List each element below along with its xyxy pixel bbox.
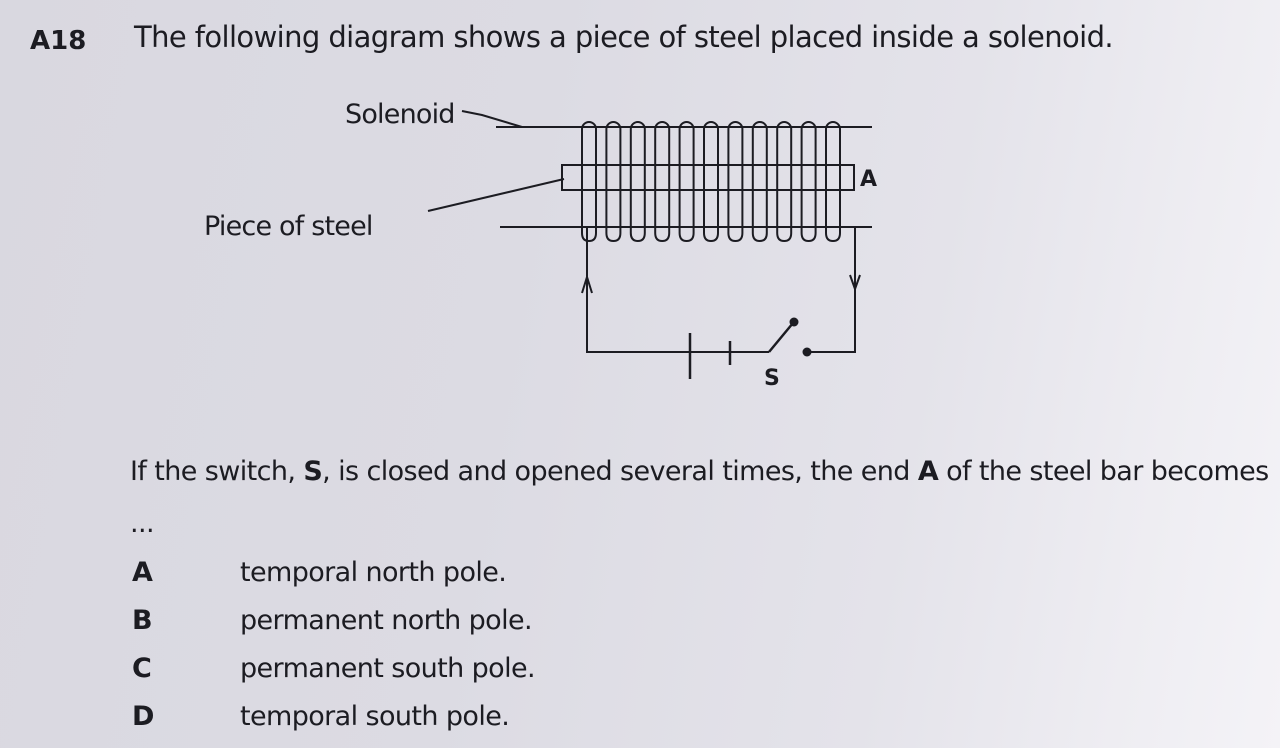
coil-turn [703, 121, 719, 243]
coil-turn [825, 121, 841, 243]
circuit-wire-left [586, 227, 720, 353]
coil-turn [581, 121, 597, 243]
current-arrow-down [849, 274, 861, 292]
solenoid-label: Solenoid [345, 99, 455, 130]
solenoid-leader-line [461, 110, 523, 128]
body-text-2: , is closed and opened several times, th… [322, 456, 918, 487]
question-stem: The following diagram shows a piece of s… [134, 20, 1114, 54]
option-letter: C [132, 652, 152, 684]
steel-leader-line [427, 178, 565, 212]
option-b[interactable]: B permanent north pole. [130, 596, 535, 644]
coil-turn [654, 121, 671, 243]
steel-label: Piece of steel [204, 211, 373, 242]
option-c[interactable]: C permanent south pole. [130, 644, 536, 692]
coil-turn [800, 121, 817, 243]
option-letter: A [132, 556, 153, 588]
switch-lever [768, 322, 794, 353]
option-text: permanent north pole. [240, 604, 533, 636]
solenoid-diagram: Solenoid Piece of steel A S [204, 99, 877, 391]
body-text-3: of the steel bar becomes ... [130, 456, 1269, 539]
option-text: temporal south pole. [240, 700, 510, 732]
option-letter: B [132, 604, 153, 636]
option-a[interactable]: A temporal north pole. [130, 548, 535, 596]
option-text: permanent south pole. [240, 652, 536, 684]
option-text: temporal north pole. [240, 556, 507, 588]
option-d[interactable]: D temporal south pole. [130, 692, 535, 740]
option-letter: D [132, 700, 154, 732]
coil-turn [776, 121, 793, 243]
current-arrow-up [581, 273, 593, 294]
coil-turn [678, 121, 695, 243]
end-a-label: A [860, 167, 877, 192]
circuit-wire-right [808, 227, 856, 353]
coil-turn [629, 121, 646, 243]
question-number: A18 [30, 26, 87, 56]
body-text-1: If the switch, [130, 456, 304, 487]
answer-options: A temporal north pole. B permanent north… [130, 548, 536, 740]
solenoid-coil [581, 121, 841, 243]
steel-bar [561, 164, 855, 191]
switch-label: S [764, 366, 780, 391]
coil-turn [751, 121, 768, 243]
switch-contact-right [802, 347, 812, 357]
body-switch-symbol: S [303, 456, 323, 487]
question-body: If the switch, S, is closed and opened s… [130, 446, 1270, 550]
coil-turn [727, 121, 744, 243]
body-end-symbol: A [917, 456, 939, 487]
switch-contact-top [789, 317, 799, 327]
coil-turn [605, 121, 622, 243]
